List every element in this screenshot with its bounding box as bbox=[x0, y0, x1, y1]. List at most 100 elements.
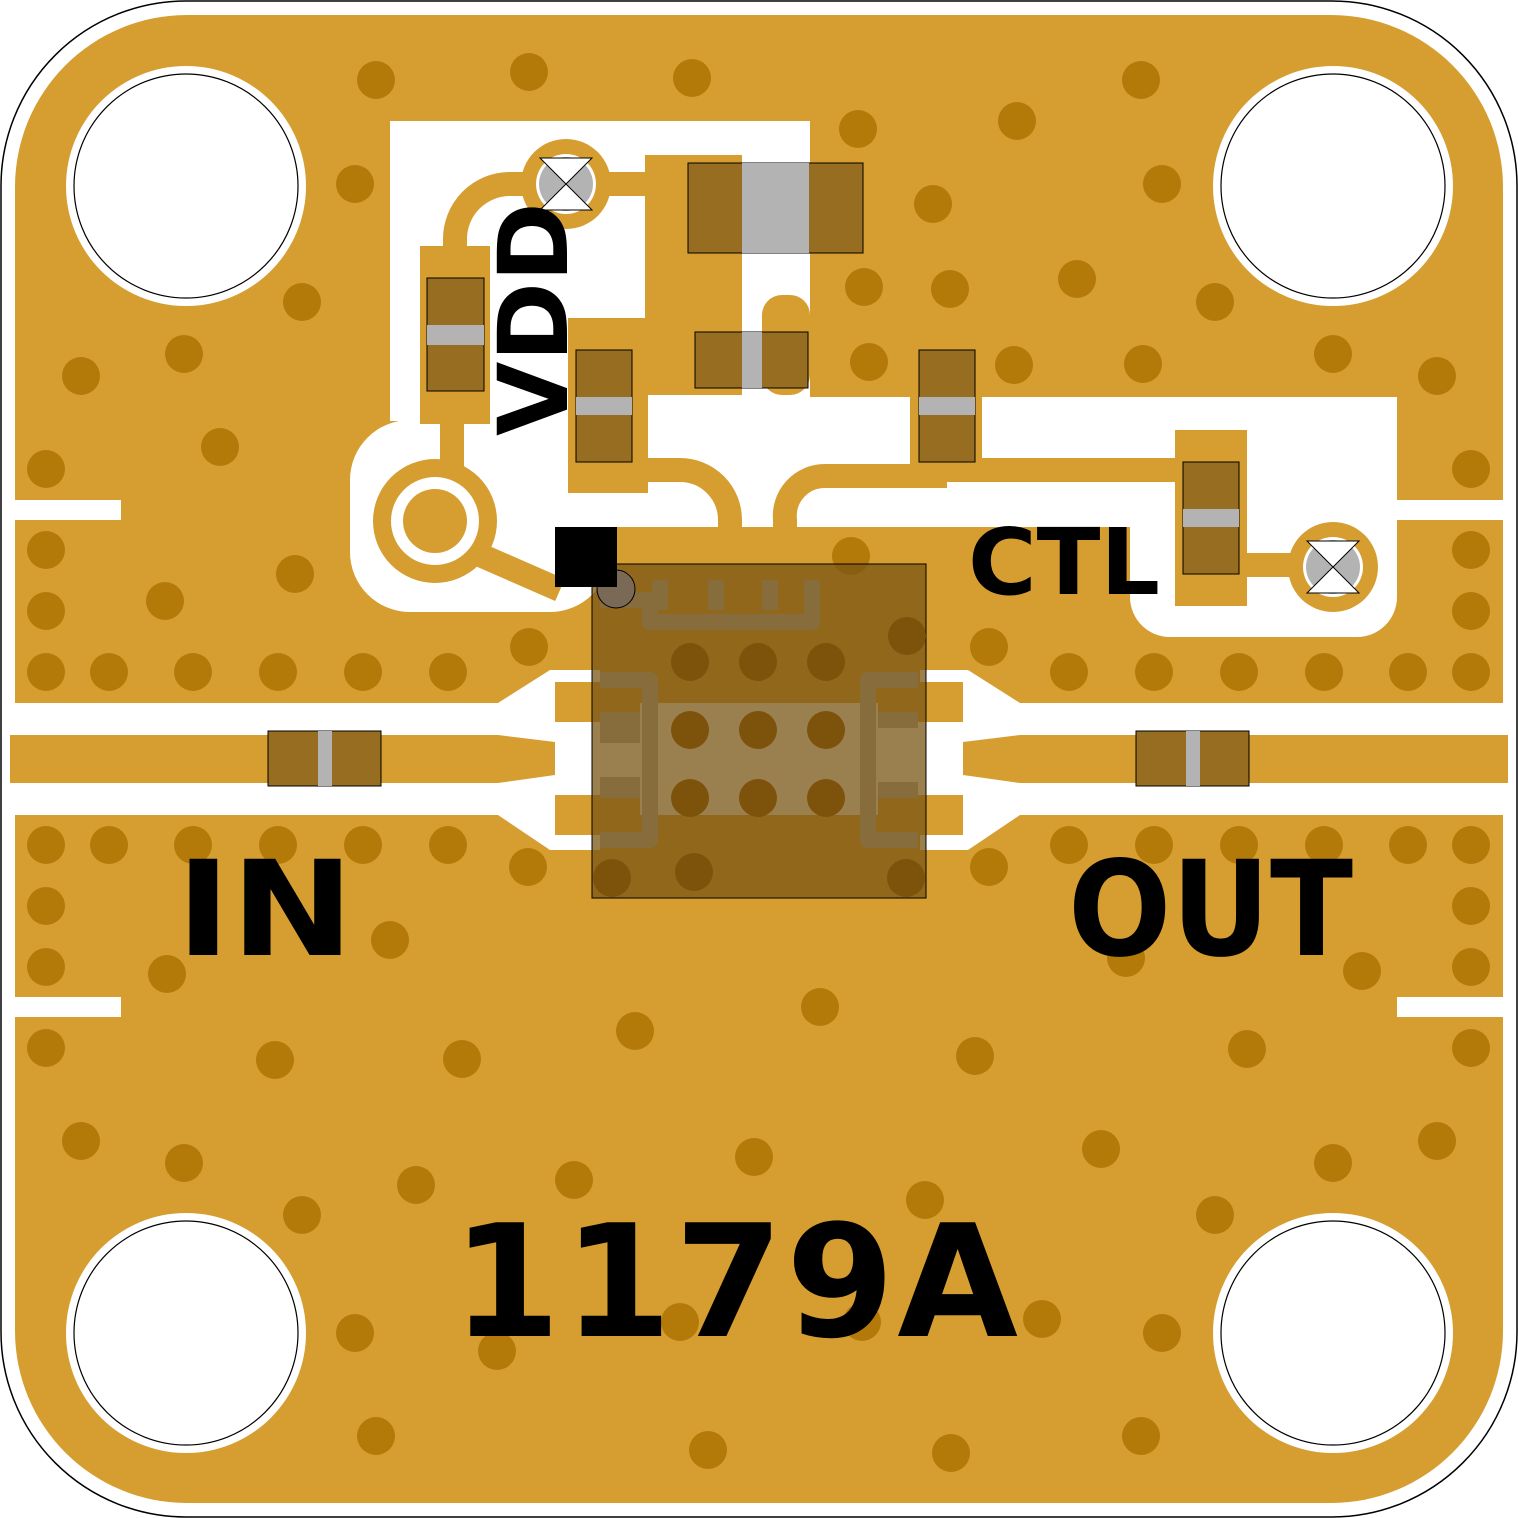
via bbox=[174, 826, 212, 864]
via bbox=[1220, 826, 1258, 864]
thermal-via bbox=[593, 859, 631, 897]
via bbox=[1452, 592, 1490, 630]
via bbox=[1452, 653, 1490, 691]
capacitor-c5 bbox=[918, 349, 976, 463]
bias-traces bbox=[440, 172, 1320, 610]
via bbox=[397, 1166, 435, 1204]
mounting-hole bbox=[66, 1213, 306, 1453]
via bbox=[90, 653, 128, 691]
via bbox=[998, 102, 1036, 140]
ground-testpoint bbox=[373, 459, 497, 583]
via bbox=[673, 59, 711, 97]
via bbox=[1305, 653, 1343, 691]
via bbox=[283, 283, 321, 321]
via bbox=[509, 848, 547, 886]
via bbox=[1452, 948, 1490, 986]
via bbox=[1220, 653, 1258, 691]
via bbox=[201, 428, 239, 466]
via bbox=[1418, 1122, 1456, 1160]
part-number: 1179A bbox=[452, 1191, 1018, 1373]
via bbox=[1314, 335, 1352, 373]
via bbox=[27, 450, 65, 488]
thermal-via bbox=[807, 643, 845, 681]
thermal-via bbox=[739, 711, 777, 749]
via bbox=[956, 1037, 994, 1075]
via bbox=[27, 887, 65, 925]
via bbox=[1082, 1130, 1120, 1168]
via bbox=[1314, 1144, 1352, 1182]
components bbox=[267, 162, 1250, 787]
mounting-hole bbox=[66, 66, 306, 306]
via bbox=[357, 61, 395, 99]
via bbox=[336, 1314, 374, 1352]
via bbox=[62, 1122, 100, 1160]
via bbox=[259, 653, 297, 691]
via bbox=[146, 582, 184, 620]
via bbox=[1124, 345, 1162, 383]
via bbox=[1135, 653, 1173, 691]
via bbox=[344, 653, 382, 691]
via bbox=[283, 1196, 321, 1234]
thermal-via bbox=[739, 643, 777, 681]
via bbox=[1050, 826, 1088, 864]
ctl-testpoint bbox=[1288, 522, 1378, 612]
ctl-label: CTL bbox=[968, 509, 1160, 616]
thermal-via bbox=[739, 779, 777, 817]
via bbox=[1228, 1030, 1266, 1068]
via bbox=[429, 826, 467, 864]
via bbox=[27, 531, 65, 569]
pin1-square bbox=[555, 527, 617, 587]
via bbox=[1305, 826, 1343, 864]
via bbox=[62, 357, 100, 395]
thermal-via bbox=[888, 617, 926, 655]
capacitor-c3 bbox=[426, 277, 485, 392]
via bbox=[850, 343, 888, 381]
via bbox=[256, 1041, 294, 1079]
capacitor-c2 bbox=[694, 331, 809, 389]
via bbox=[1389, 826, 1427, 864]
mounting-holes bbox=[66, 66, 1453, 1453]
via bbox=[165, 335, 203, 373]
dc-block-in bbox=[267, 730, 382, 787]
dc-block-out bbox=[1135, 730, 1250, 787]
via bbox=[616, 1012, 654, 1050]
via bbox=[27, 948, 65, 986]
thermal-via bbox=[675, 853, 713, 891]
via bbox=[174, 653, 212, 691]
via bbox=[1122, 1417, 1160, 1455]
vdd-testpoint bbox=[521, 139, 611, 229]
via bbox=[1452, 450, 1490, 488]
via bbox=[1058, 260, 1096, 298]
via bbox=[1343, 952, 1381, 990]
via bbox=[932, 1434, 970, 1472]
via bbox=[839, 110, 877, 148]
via bbox=[1107, 939, 1145, 977]
mounting-hole bbox=[1213, 66, 1453, 306]
via bbox=[90, 826, 128, 864]
via bbox=[510, 628, 548, 666]
via bbox=[357, 1417, 395, 1455]
thermal-via bbox=[807, 779, 845, 817]
via bbox=[429, 653, 467, 691]
via bbox=[689, 1431, 727, 1469]
via bbox=[148, 955, 186, 993]
thermal-via bbox=[671, 779, 709, 817]
via bbox=[1023, 1300, 1061, 1338]
via bbox=[1452, 887, 1490, 925]
resistor-r1 bbox=[1182, 461, 1240, 575]
via bbox=[1452, 826, 1490, 864]
via bbox=[1196, 1196, 1234, 1234]
via bbox=[1122, 61, 1160, 99]
via bbox=[843, 1303, 881, 1341]
via bbox=[735, 1138, 773, 1176]
capacitor-c4 bbox=[575, 349, 633, 463]
thermal-via bbox=[671, 643, 709, 681]
via bbox=[344, 826, 382, 864]
via bbox=[510, 53, 548, 91]
via bbox=[931, 270, 969, 308]
via-field bbox=[27, 53, 1490, 1472]
via bbox=[914, 185, 952, 223]
via bbox=[906, 1181, 944, 1219]
via bbox=[1143, 165, 1181, 203]
via bbox=[1418, 357, 1456, 395]
